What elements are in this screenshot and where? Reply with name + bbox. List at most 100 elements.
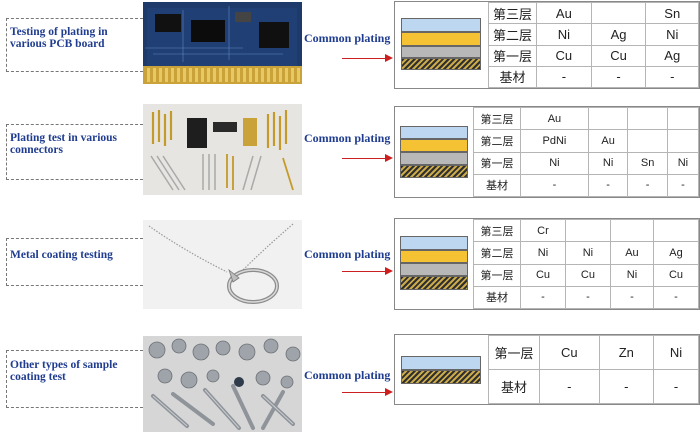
table-cell: - [587,173,629,198]
section-metal: Metal coating testing Common plating 第三层… [0,212,700,322]
layer-stack-metal [400,236,468,290]
table-cell: Ni [609,263,655,287]
table-cell: Ni [645,23,699,46]
table-cell: Ni [564,241,611,265]
label-other-line-2: coating test [10,371,66,383]
table-cell: Au [520,106,589,131]
table-cell [653,218,699,243]
table-cell: Ni [536,23,592,46]
table-cell: Au [536,1,592,25]
arrow-head-metal [385,267,393,275]
table-cell: Ag [590,23,647,46]
label-box-connectors [6,124,143,180]
label-pcb-line-1: Testing of plating in [10,26,108,38]
table-cell: Cu [539,335,600,370]
table-cell: Cu [653,263,699,287]
row-header: 基材 [473,285,521,310]
table-cell: - [536,65,592,89]
row-header: 第二层 [473,129,521,153]
table-cell: Cu [520,263,566,287]
screws-fasteners-photo [143,336,302,432]
layer-gray [400,152,468,165]
layer-stack-connectors [400,126,468,178]
section-pcb: Testing of plating in various PCB board … [0,0,700,105]
layer-top [401,356,481,370]
table-cell: - [645,65,699,89]
table-cell: Cu [564,263,611,287]
table-row: 基材 - - - - [473,173,700,198]
table-cell [666,106,700,131]
table-cell [564,218,611,243]
row-header: 第二层 [488,23,537,46]
table-cell: Cr [520,218,566,243]
table-cell [666,129,700,153]
arrow-pcb [342,58,386,59]
common-plating-label-connectors: Common plating [304,131,391,145]
layer-stack-other [401,356,481,384]
plating-table-connectors: 第三层 Au 第二层 PdNi Au 第一层 Ni Ni Sn Ni [473,106,700,198]
row-header: 基材 [488,369,540,404]
table-cell: Sn [645,1,699,25]
layer-gold [401,32,481,46]
table-cell: - [666,173,700,198]
table-row: 基材 - - - [488,369,699,404]
plating-frame-other: 第一层 Cu Zn Ni 基材 - - - [394,334,700,405]
table-cell: - [539,369,600,404]
table-cell: Cu [536,44,592,67]
table-cell: Ag [653,241,699,265]
row-header: 第一层 [473,151,521,175]
arrow-connectors [342,158,386,159]
table-row: 第三层 Au [473,106,700,131]
label-box-other [6,350,143,408]
section-other: Other types of sample coating test Commo… [0,322,700,432]
table-cell: - [590,65,647,89]
layer-stack-pcb [401,18,481,70]
label-metal-line-1: Metal coating testing [10,249,113,261]
table-cell: - [653,369,699,404]
table-cell: - [609,285,655,310]
table-cell [587,106,629,131]
table-cell: Ni [520,241,566,265]
table-row: 第二层 Ni Ni Au Ag [473,241,699,265]
row-header: 第二层 [473,241,521,265]
common-plating-label-other: Common plating [304,368,391,382]
label-pcb-line-2: various PCB board [10,38,105,50]
label-connectors-line-1: Plating test in various [10,132,118,144]
arrow-head-pcb [385,54,393,62]
table-cell: - [653,285,699,310]
table-cell: - [520,285,566,310]
plating-table-other: 第一层 Cu Zn Ni 基材 - - - [488,335,699,404]
row-header: 第三层 [473,106,521,131]
layer-substrate [401,370,481,384]
layer-top [400,126,468,139]
label-other: Other types of sample coating test [10,359,117,383]
layer-gray [401,46,481,58]
layer-top [400,236,468,250]
table-cell: - [627,173,668,198]
row-header: 第一层 [473,263,521,287]
table-cell: Ni [520,151,589,175]
table-cell: Au [587,129,629,153]
table-cell: PdNi [520,129,589,153]
table-row: 第二层 PdNi Au [473,129,700,153]
section-connectors: Plating test in various connectors Commo… [0,100,700,210]
layer-substrate [401,58,481,70]
layer-substrate [400,276,468,290]
label-pcb: Testing of plating in various PCB board [10,26,108,50]
plating-table-metal: 第三层 Cr 第二层 Ni Ni Au Ag 第一层 Cu Cu Ni Cu [473,218,699,310]
row-header: 第三层 [488,1,537,25]
row-header: 第一层 [488,335,540,370]
table-row: 第二层 Ni Ag Ni [488,23,699,46]
layer-gold [400,250,468,263]
table-cell: Sn [627,151,668,175]
layer-top [401,18,481,32]
label-metal: Metal coating testing [10,249,113,261]
layer-gold [400,139,468,152]
label-connectors: Plating test in various connectors [10,132,117,156]
pcb-board-photo [143,2,302,84]
table-cell: Cu [590,44,647,67]
table-cell [590,1,647,25]
table-cell: - [520,173,589,198]
table-row: 第一层 Ni Ni Sn Ni [473,151,700,175]
layer-substrate [400,165,468,178]
